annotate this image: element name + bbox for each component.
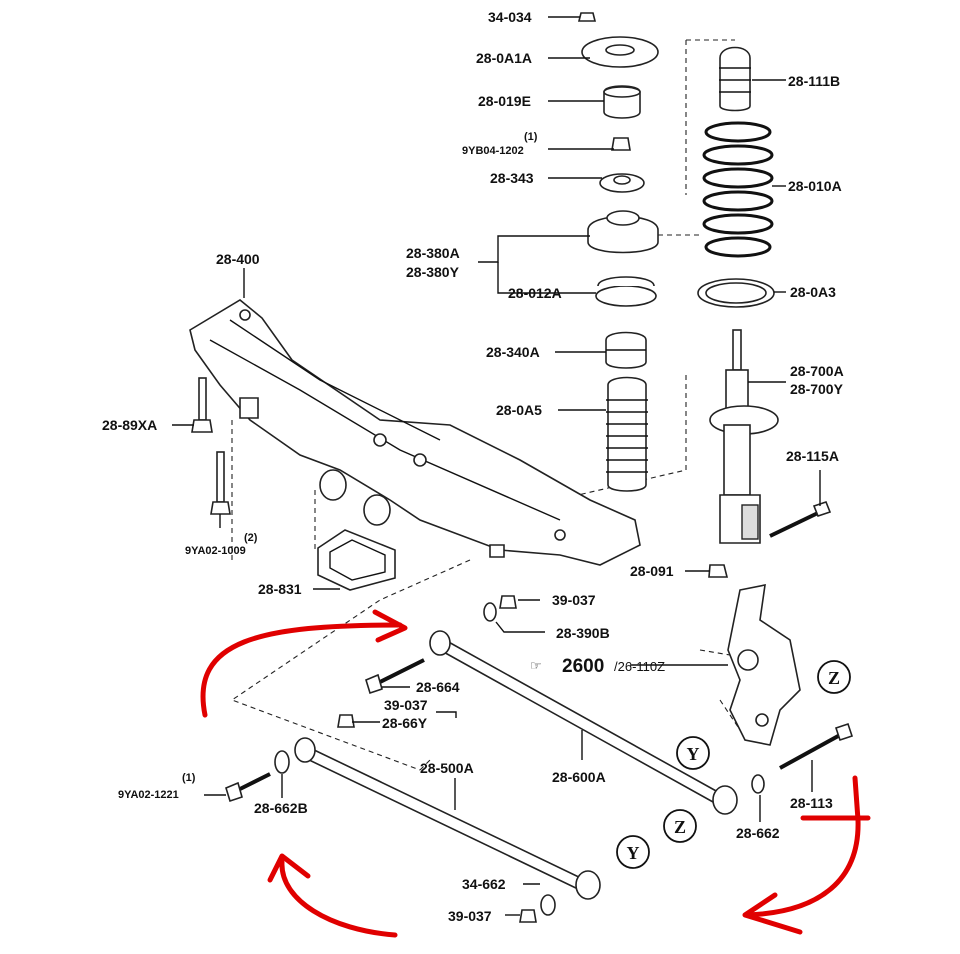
label-39-037-mid: 39-037 — [384, 697, 428, 713]
boot-28-0A5 — [607, 376, 647, 492]
label-28-662: 28-662 — [736, 825, 780, 841]
label-28-700Y: 28-700Y — [790, 381, 844, 397]
label-39-037-bottom: 39-037 — [448, 908, 492, 924]
label-28-390B: 28-390B — [556, 625, 610, 641]
label-28-400: 28-400 — [216, 251, 260, 267]
label-28-0A3: 28-0A3 — [790, 284, 836, 300]
crossmember-28-400 — [189, 299, 641, 566]
circle-marker-y-2: Y — [616, 835, 650, 869]
label-28-89XA: 28-89XA — [102, 417, 157, 433]
arm-28-500A — [294, 737, 601, 900]
circle-marker-z-1: Z — [817, 660, 851, 694]
pad-28-831 — [317, 529, 396, 591]
circle-marker-y-1: Y — [676, 736, 710, 770]
nut-39-037-top — [499, 595, 517, 609]
label-28-380Y: 28-380Y — [406, 264, 460, 280]
washer-28-662 — [751, 774, 765, 794]
label-2600: 2600 — [562, 656, 604, 677]
red-annotation-arrows — [200, 609, 871, 938]
bolt-28-113 — [779, 722, 854, 770]
label-28-66Y: 28-66Y — [382, 715, 428, 731]
label-9YB04-qty: (1) — [524, 131, 538, 143]
label-28-664: 28-664 — [416, 679, 460, 695]
washer-28-662B — [274, 750, 290, 774]
bolt-28-89XA — [191, 377, 213, 433]
label-28-010A: 28-010A — [788, 178, 842, 194]
nut-9YB04-1202 — [611, 137, 631, 151]
knuckle-26-110Z — [727, 583, 801, 746]
washer-34-662 — [540, 894, 556, 916]
label-28-500A: 28-500A — [420, 760, 474, 776]
washer-28-390B — [483, 602, 497, 622]
label-28-340A: 28-340A — [486, 344, 540, 360]
strut-stack — [577, 12, 659, 492]
leader-lines — [172, 16, 821, 916]
part-labels: 34-034 28-0A1A 28-019E (1) 9YB04-1202 28… — [102, 9, 844, 924]
label-28-019E: 28-019E — [478, 93, 531, 109]
bump-rubber-28-111B — [719, 46, 751, 112]
svg-text:Z: Z — [674, 817, 686, 837]
label-28-831: 28-831 — [258, 581, 302, 597]
label-28-343: 28-343 — [490, 170, 534, 186]
label-9YB04-1202: 9YB04-1202 — [462, 145, 524, 157]
spring-stack — [697, 46, 832, 578]
arm-28-600A — [429, 630, 738, 815]
label-39-037-top: 39-037 — [552, 592, 596, 608]
circle-marker-z-2: Z — [663, 809, 697, 843]
bolt-9YA02-1009 — [210, 451, 231, 515]
strut-28-700A — [709, 329, 779, 544]
label-9YA02-1009: 9YA02-1009 — [185, 545, 246, 557]
label-28-700A: 28-700A — [790, 363, 844, 379]
label-28-600A: 28-600A — [552, 769, 606, 785]
coil-spring-28-010A — [702, 121, 774, 258]
label-28-113: 28-113 — [790, 795, 833, 811]
nut-39-037-bottom — [519, 909, 537, 923]
bolt-9YA02-1221 — [225, 772, 271, 803]
nut-34-034 — [577, 12, 597, 22]
label-34-662: 34-662 — [462, 876, 506, 892]
label-28-091: 28-091 — [630, 563, 674, 579]
label-28-012A: 28-012A — [508, 285, 562, 301]
svg-text:Y: Y — [627, 843, 640, 863]
nut-28-091 — [708, 564, 729, 578]
ring-28-012A — [595, 285, 657, 307]
label-28-115A: 28-115A — [786, 448, 839, 464]
reference-hand-icon: ☞ — [530, 658, 542, 673]
svg-text:Z: Z — [828, 668, 840, 688]
label-9YA02-1221-qty: (1) — [182, 772, 196, 784]
label-28-380A: 28-380A — [406, 245, 460, 261]
svg-text:Y: Y — [687, 744, 700, 764]
label-28-111B: 28-111B — [788, 73, 840, 89]
bolt-28-664 — [365, 658, 425, 695]
mount-28-380A — [587, 215, 659, 254]
label-34-034: 34-034 — [488, 9, 532, 25]
label-28-662B: 28-662B — [254, 800, 308, 816]
label-28-0A5: 28-0A5 — [496, 402, 542, 418]
nut-28-66Y — [337, 714, 355, 728]
bolt-28-115A — [769, 501, 832, 538]
spring-seat-28-0A3 — [697, 278, 775, 308]
label-9YA02-1009-qty: (2) — [244, 532, 258, 544]
label-28-0A1A: 28-0A1A — [476, 50, 532, 66]
label-26-110Z: /26-110Z — [614, 659, 665, 674]
label-9YA02-1221: 9YA02-1221 — [118, 789, 179, 801]
